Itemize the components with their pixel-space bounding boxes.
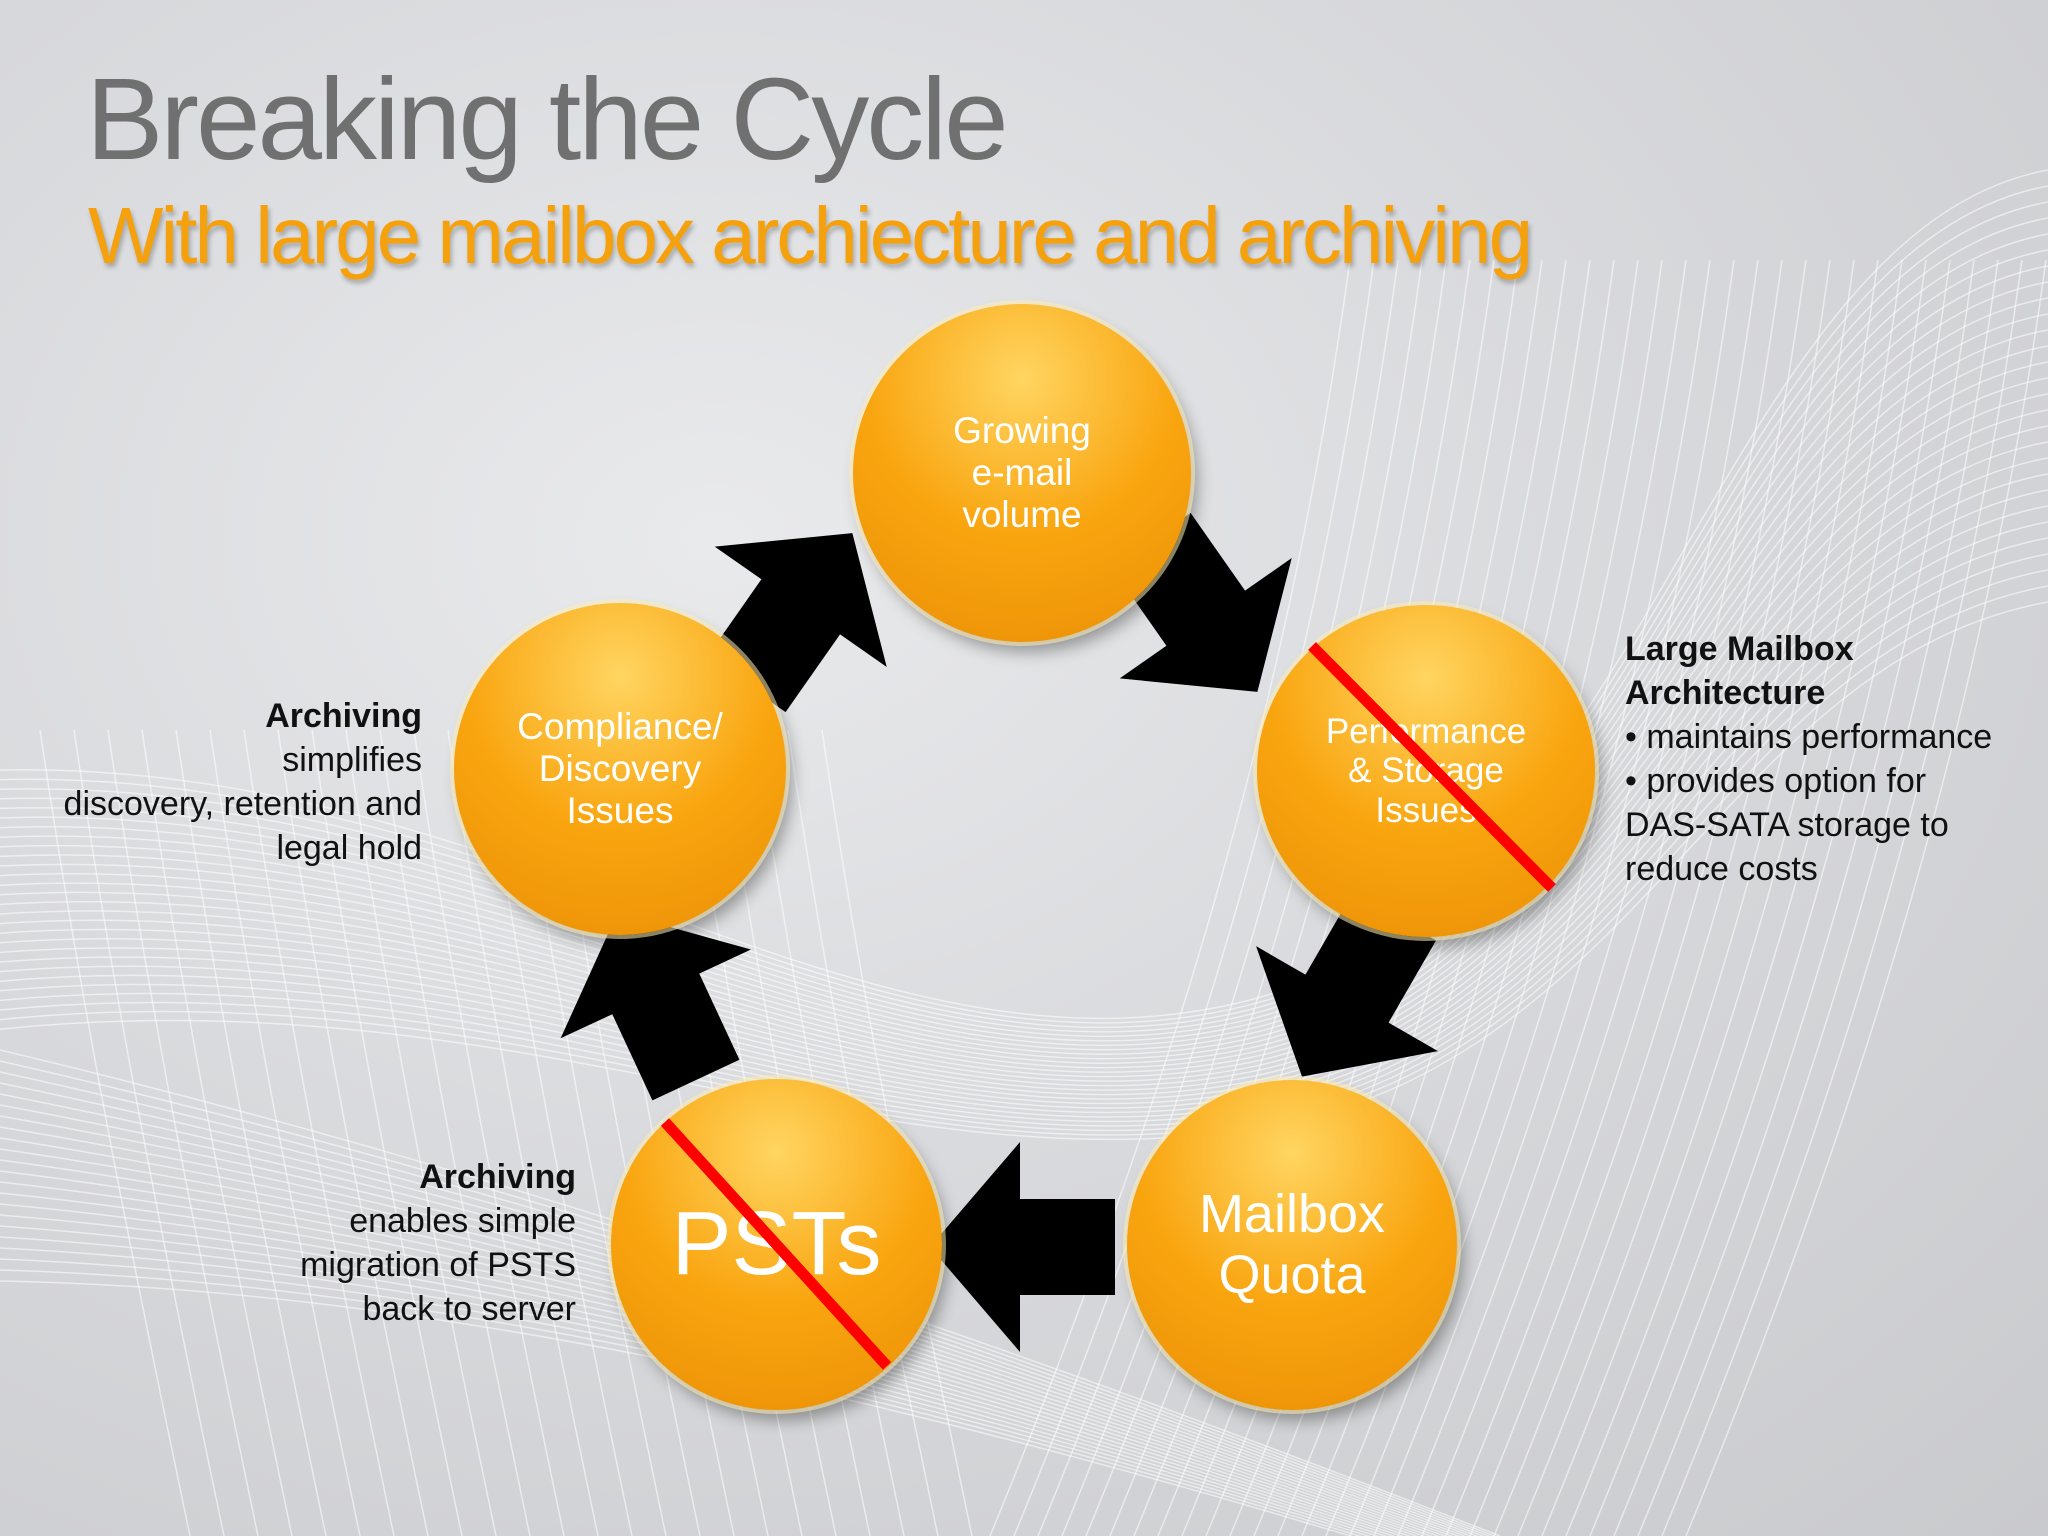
slide-subtitle: With large mailbox archiecture and archi…: [88, 191, 1533, 280]
annotation-psts-line: back to server: [362, 1290, 576, 1328]
node-compliance-discovery-issues: [454, 603, 786, 935]
slide-title: Breaking the Cycle: [86, 54, 1009, 184]
annotation-performance-heading: Architecture: [1625, 674, 1826, 712]
node-mailbox-quota: [1127, 1080, 1457, 1410]
strike-psts: [660, 1118, 892, 1370]
annotation-performance-heading: Large Mailbox: [1625, 630, 1854, 668]
annotation-psts-line: enables simple: [349, 1202, 576, 1240]
strike-performance-storage-issues: [1308, 642, 1556, 892]
annotation-performance-line: • provides option for: [1625, 762, 1927, 800]
annotation-performance-line: • maintains performance: [1625, 718, 1993, 756]
node-growing-email-volume-label: Growing e-mail volume: [953, 410, 1091, 535]
annotation-compliance-line: legal hold: [276, 829, 422, 867]
annotation-psts: Archiving enables simple migration of PS…: [176, 1155, 576, 1331]
node-mailbox-quota-label: Mailbox Quota: [1198, 1183, 1386, 1305]
annotation-psts-line: migration of PSTS: [300, 1246, 576, 1284]
arrow-performance-to-quota: [1256, 892, 1438, 1077]
annotation-performance: Large Mailbox Architecture • maintains p…: [1625, 627, 2045, 891]
annotation-psts-heading: Archiving: [419, 1158, 576, 1196]
arrow-psts-to-compliance: [560, 912, 751, 1101]
node-growing-email-volume: [853, 304, 1191, 642]
annotation-compliance: Archiving simplifies discovery, retentio…: [2, 694, 422, 870]
annotation-compliance-heading: Archiving: [265, 697, 422, 735]
annotation-performance-line: reduce costs: [1625, 850, 1818, 888]
node-compliance-discovery-issues-label: Compliance/ Discovery Issues: [517, 706, 723, 831]
annotation-compliance-line: simplifies: [282, 741, 422, 779]
annotation-compliance-line: discovery, retention and: [63, 785, 422, 823]
arrow-quota-to-psts: [930, 1142, 1115, 1352]
annotation-performance-line: DAS-SATA storage to: [1625, 806, 1949, 844]
